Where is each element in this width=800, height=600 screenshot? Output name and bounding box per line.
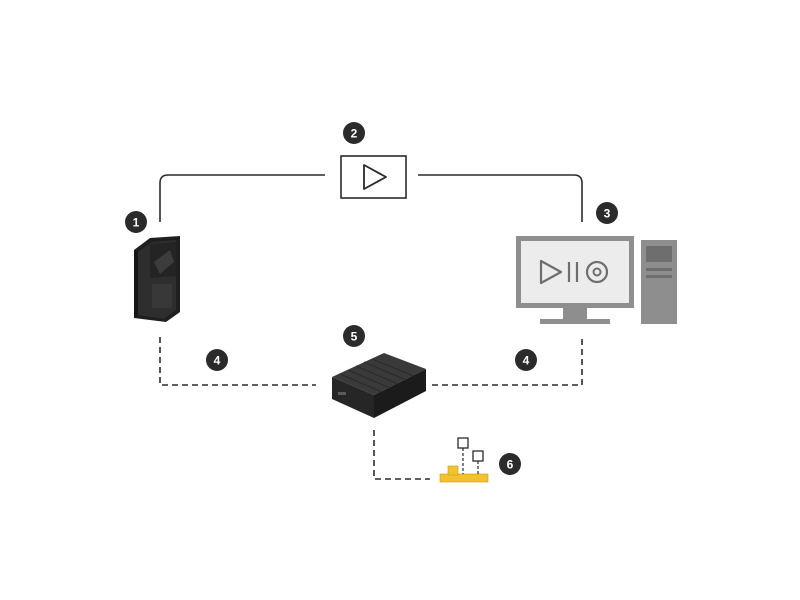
recorder-to-io-line [373,430,430,480]
dashed-connection-lines [159,337,583,480]
camera-to-video-line [159,174,325,222]
badge-label: 4 [523,354,530,368]
badge-label: 5 [351,330,358,344]
badge-5: 5 [343,325,365,347]
camera-to-recorder-line [159,337,316,386]
badge-label: 1 [133,216,140,230]
badge-2: 2 [343,122,365,144]
io-relay-icon [439,437,489,483]
badge-3: 3 [596,202,618,224]
badge-label: 3 [604,207,611,221]
computer-workstation-icon [516,236,677,324]
body-camera-icon [134,236,180,322]
video-to-workstation-line [418,174,583,222]
recorder-to-workstation-line [432,337,583,386]
solid-connection-lines [159,174,583,222]
badge-label: 6 [507,458,514,472]
recorder-box-icon [332,353,426,418]
badge-label: 4 [214,354,221,368]
video-play-icon [340,155,407,199]
badge-6: 6 [499,453,521,475]
badge-label: 2 [351,127,358,141]
badge-4-right: 4 [515,349,537,371]
badge-4-left: 4 [206,349,228,371]
badge-1: 1 [125,211,147,233]
